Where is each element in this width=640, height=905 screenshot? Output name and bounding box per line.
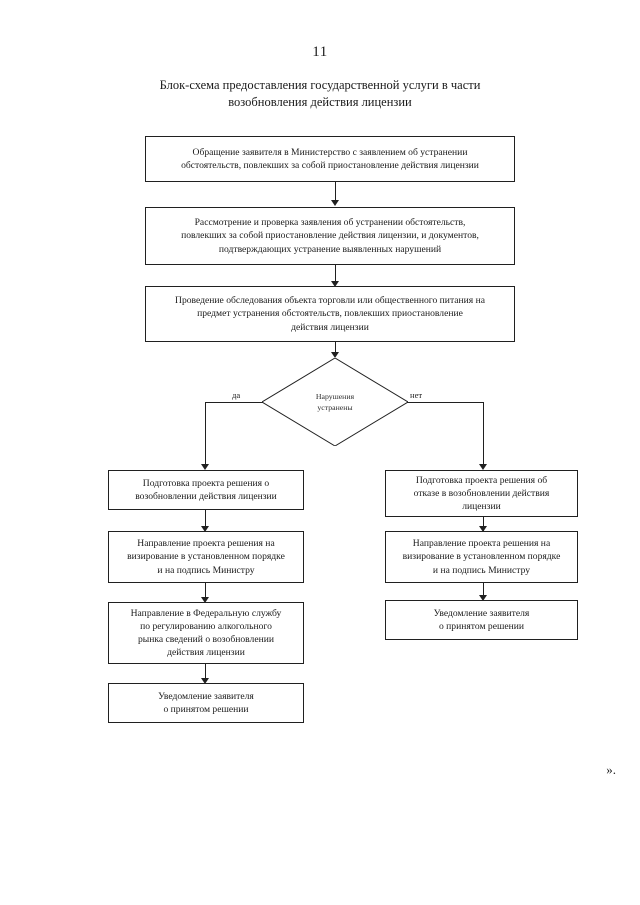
page-title: Блок-схема предоставления государственно… xyxy=(140,77,500,111)
connector-start-to-review xyxy=(335,182,336,204)
yes-step-3-line-2: по регулированию алкогольного xyxy=(140,620,272,632)
flow-node-start: Обращение заявителя в Министерство с зая… xyxy=(145,136,515,182)
connector-decision-yes-horizontal xyxy=(205,402,263,403)
decision-line-1: Нарушения xyxy=(315,392,355,401)
yes-step-2-line-2: визирование в установленном порядке xyxy=(127,551,285,563)
arrow-no-2-to-3 xyxy=(479,595,487,601)
page-number: 11 xyxy=(312,44,328,60)
decision-label: Нарушения устранены xyxy=(262,391,408,413)
no-step-1-line-1: Подготовка проекта решения об xyxy=(415,474,548,486)
flow-node-no-step-3: Уведомление заявителя о принятом решении xyxy=(385,600,578,640)
yes-step-3-line-3: рынка сведений о возобновлении xyxy=(137,634,274,645)
yes-step-2-line-3: и на подпись Министру xyxy=(157,564,255,576)
review-line-1: Рассмотрение и проверка заявления об уст… xyxy=(194,217,466,229)
branch-label-yes: да xyxy=(232,390,241,400)
arrow-no-1-to-2 xyxy=(479,526,487,532)
flow-node-yes-step-3: Направление в Федеральную службу по регу… xyxy=(108,602,304,664)
no-step-2-line-1: Направление проекта решения на xyxy=(412,538,551,550)
connector-no-1-to-2 xyxy=(483,517,484,531)
closing-quotation-mark: ». xyxy=(606,762,616,777)
no-step-3-line-2: о принятом решении xyxy=(438,621,525,632)
title-line-1: Блок-схема предоставления государственно… xyxy=(159,78,481,92)
arrow-yes-1-to-2 xyxy=(201,526,209,532)
flow-node-no-step-2: Направление проекта решения на визирован… xyxy=(385,531,578,583)
no-step-1-line-3: лицензии xyxy=(462,501,501,513)
connector-yes-2-to-3 xyxy=(205,583,206,601)
no-step-1-line-2: отказе в возобновлении действия xyxy=(413,487,550,499)
flow-node-review: Рассмотрение и проверка заявления об уст… xyxy=(145,207,515,265)
yes-step-4-line-2: о принятом решении xyxy=(163,704,249,715)
arrow-decision-no xyxy=(479,464,487,470)
flow-node-yes-step-4: Уведомление заявителя о принятом решении xyxy=(108,683,304,723)
arrow-review-to-inspection xyxy=(331,281,339,287)
connector-no-2-to-3 xyxy=(483,583,484,599)
yes-step-4-line-1: Уведомление заявителя xyxy=(158,690,254,702)
title-line-2: возобновления действия лицензии xyxy=(228,95,412,109)
yes-step-3-line-4: действия лицензии xyxy=(167,647,245,659)
flow-node-inspection: Проведение обследования объекта торговли… xyxy=(145,286,515,342)
connector-review-to-inspection xyxy=(335,265,336,285)
diamond-shape xyxy=(262,358,408,446)
flow-node-yes-step-2: Направление проекта решения на визирован… xyxy=(108,531,304,583)
connector-decision-no-horizontal xyxy=(407,402,484,403)
connector-yes-3-to-4 xyxy=(205,664,206,682)
no-step-2-line-3: и на подпись Министру xyxy=(432,564,531,576)
yes-step-3-line-1: Направление в Федеральную службу xyxy=(130,607,282,619)
start-line-2: обстоятельств, повлекших за собой приост… xyxy=(181,160,479,171)
flow-node-yes-step-1: Подготовка проекта решения о возобновлен… xyxy=(108,470,304,510)
inspection-line-1: Проведение обследования объекта торговли… xyxy=(175,295,485,307)
inspection-line-3: действия лицензии xyxy=(291,321,369,333)
yes-step-2-line-1: Направление проекта решения на xyxy=(137,538,275,550)
yes-step-1-line-1: Подготовка проекта решения о xyxy=(142,477,270,489)
start-line-1: Обращение заявителя в Министерство с зая… xyxy=(192,146,468,158)
review-line-3: подтверждающих устранение выявленных нар… xyxy=(218,243,442,255)
arrow-start-to-review xyxy=(331,200,339,206)
decision-line-2: устранены xyxy=(317,403,353,412)
inspection-line-2: предмет устранения обстоятельств, повлек… xyxy=(197,308,463,320)
connector-inspection-to-decision xyxy=(335,342,336,356)
arrow-inspection-to-decision xyxy=(331,352,339,358)
review-line-2: повлекших за собой приостановление дейст… xyxy=(181,230,479,242)
no-step-3-line-1: Уведомление заявителя xyxy=(433,607,530,619)
arrow-yes-3-to-4 xyxy=(201,678,209,684)
yes-step-1-line-2: возобновлении действия лицензии xyxy=(135,491,277,502)
flow-node-no-step-1: Подготовка проекта решения об отказе в в… xyxy=(385,470,578,517)
connector-decision-yes-vertical xyxy=(205,402,206,468)
flow-node-decision: Нарушения устранены xyxy=(262,358,408,446)
branch-label-no: нет xyxy=(410,390,423,400)
no-step-2-line-2: визирование в установленном порядке xyxy=(402,551,561,563)
arrow-decision-yes xyxy=(201,464,209,470)
connector-yes-1-to-2 xyxy=(205,510,206,530)
connector-decision-no-vertical xyxy=(483,402,484,468)
arrow-yes-2-to-3 xyxy=(201,597,209,603)
